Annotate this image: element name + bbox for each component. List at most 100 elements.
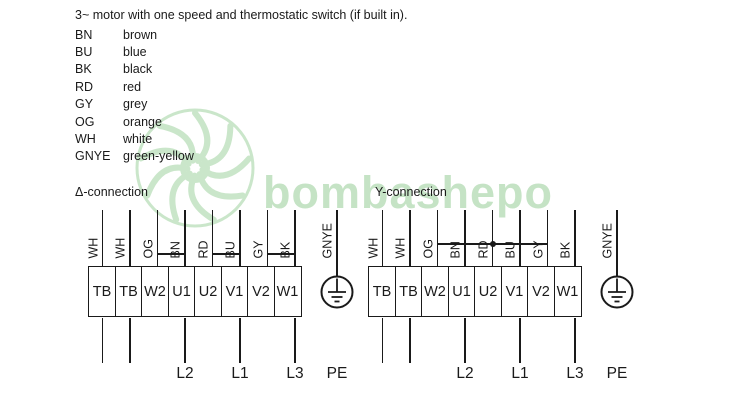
supply-label-l1: L1 bbox=[511, 365, 529, 382]
color-name: green-yellow bbox=[123, 149, 194, 164]
wire-color-label-gnye: GNYE bbox=[600, 223, 615, 259]
thermostat-lead bbox=[409, 318, 411, 363]
color-name: grey bbox=[123, 97, 148, 112]
wire-color-label: RD bbox=[476, 240, 490, 259]
color-code: BN bbox=[75, 27, 93, 42]
section-title-y: Y-connection bbox=[375, 185, 447, 199]
wire-color-label-gnye: GNYE bbox=[320, 223, 335, 259]
supply-label-l2: L2 bbox=[456, 365, 474, 382]
supply-lead-l1 bbox=[239, 318, 241, 363]
terminal-u1: U1 bbox=[167, 266, 196, 317]
wire-color-label: BK bbox=[558, 241, 573, 259]
terminal-strip: TB TB W2 U1 U2 V1 V2 W1 bbox=[88, 266, 302, 317]
wire-gnye bbox=[616, 210, 618, 277]
wire-rd bbox=[491, 210, 494, 266]
wire-color-label: BU bbox=[223, 241, 238, 259]
legend-row: BK black bbox=[75, 61, 194, 78]
terminal-tb2: TB bbox=[394, 266, 423, 317]
terminal-u2: U2 bbox=[474, 266, 502, 317]
wire-color-label: GY bbox=[251, 240, 265, 259]
terminal-w1: W1 bbox=[273, 266, 302, 317]
wire-color-label: WH bbox=[393, 237, 408, 259]
color-code: OG bbox=[75, 114, 95, 129]
wire-wh-1 bbox=[381, 210, 384, 266]
terminal-v2: V2 bbox=[527, 266, 555, 317]
wire-color-label: BN bbox=[448, 241, 463, 259]
legend-row: BN brown bbox=[75, 26, 194, 43]
terminal-v2: V2 bbox=[247, 266, 275, 317]
jumper-w2-u1 bbox=[156, 253, 186, 255]
terminal-w2: W2 bbox=[421, 266, 449, 317]
wire-wh-1 bbox=[101, 210, 104, 266]
color-code: WH bbox=[75, 132, 96, 147]
supply-lead-l1 bbox=[519, 318, 521, 363]
terminal-strip: TB TB W2 U1 U2 V1 V2 W1 bbox=[368, 266, 582, 317]
wire-gnye bbox=[336, 210, 338, 277]
terminal-tb1: TB bbox=[88, 266, 116, 317]
legend-row: GY grey bbox=[75, 96, 194, 113]
color-code: GNYE bbox=[75, 149, 111, 164]
thermostat-lead bbox=[129, 318, 131, 363]
terminal-u2: U2 bbox=[194, 266, 222, 317]
wire-wh-2 bbox=[409, 210, 411, 266]
wire-color-label: WH bbox=[113, 237, 128, 259]
wire-color-label: RD bbox=[196, 240, 210, 259]
wire-color-label: BK bbox=[278, 241, 293, 259]
supply-lead-l3 bbox=[294, 318, 296, 363]
fan-logo-watermark bbox=[135, 108, 255, 228]
thermostat-lead bbox=[381, 318, 384, 363]
pe-earth-symbol bbox=[600, 275, 634, 309]
supply-label-l3: L3 bbox=[286, 365, 304, 382]
supply-lead-l2 bbox=[464, 318, 466, 363]
jumper-u2-v1 bbox=[211, 253, 241, 255]
terminal-tb2: TB bbox=[114, 266, 143, 317]
wire-color-label: WH bbox=[366, 237, 380, 259]
page-title: 3~ motor with one speed and thermostatic… bbox=[75, 8, 408, 22]
wire-gy bbox=[546, 210, 549, 266]
wire-color-label: BU bbox=[503, 241, 518, 259]
wire-gy bbox=[266, 210, 269, 266]
supply-lead-l2 bbox=[184, 318, 186, 363]
jumper-v2-w1 bbox=[266, 253, 296, 255]
legend-row: GNYE green-yellow bbox=[75, 148, 194, 165]
color-code: GY bbox=[75, 97, 94, 112]
terminal-w2: W2 bbox=[141, 266, 169, 317]
color-name: black bbox=[123, 62, 153, 77]
terminal-u1: U1 bbox=[447, 266, 476, 317]
wire-bu bbox=[239, 210, 241, 266]
color-code: RD bbox=[75, 79, 94, 94]
wire-wh-2 bbox=[129, 210, 131, 266]
color-name: blue bbox=[123, 45, 147, 60]
supply-lead-l3 bbox=[574, 318, 576, 363]
wire-rd bbox=[211, 210, 214, 266]
wire-bn bbox=[464, 210, 466, 266]
star-junction-dot bbox=[489, 240, 496, 247]
wire-color-label: OG bbox=[141, 239, 155, 259]
y-connection-diagram: Y-connection WH WH OG BN RD BU GY BK GNY… bbox=[355, 185, 690, 400]
supply-label-pe: PE bbox=[326, 365, 348, 382]
wire-color-label: WH bbox=[86, 237, 100, 259]
wire-bu bbox=[519, 210, 521, 266]
pe-earth-symbol bbox=[320, 275, 354, 309]
wire-color-label: OG bbox=[421, 239, 435, 259]
wire-color-label: GY bbox=[531, 240, 545, 259]
color-code: BK bbox=[75, 62, 92, 77]
supply-label-l3: L3 bbox=[566, 365, 584, 382]
wire-color-label: BN bbox=[168, 241, 183, 259]
wire-bk bbox=[294, 210, 296, 266]
terminal-w1: W1 bbox=[553, 266, 582, 317]
color-name: red bbox=[123, 79, 142, 94]
terminal-v1: V1 bbox=[500, 266, 529, 317]
supply-label-l1: L1 bbox=[231, 365, 249, 382]
supply-label-l2: L2 bbox=[176, 365, 194, 382]
wire-bn bbox=[184, 210, 186, 266]
terminal-v1: V1 bbox=[220, 266, 249, 317]
color-name: brown bbox=[123, 27, 158, 42]
wire-og bbox=[436, 210, 439, 266]
